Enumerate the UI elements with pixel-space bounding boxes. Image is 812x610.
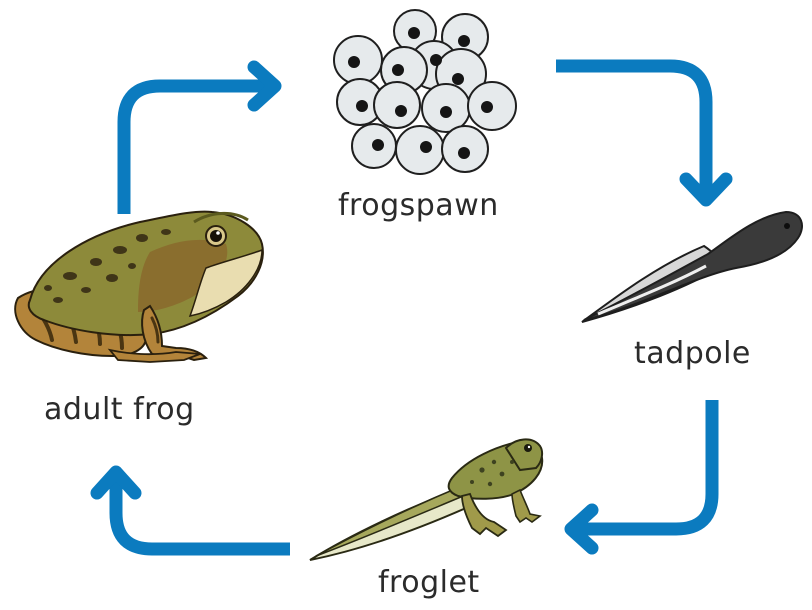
cycle-arrow-icon (97, 472, 290, 549)
froglet-illustration (310, 439, 542, 560)
stage-label-froglet: froglet (378, 565, 480, 600)
stage-label-adult-frog: adult frog (44, 392, 195, 427)
cycle-arrow-icon (556, 66, 726, 200)
cycle-arrow-icon (571, 400, 712, 548)
stage-label-frogspawn: frogspawn (338, 188, 499, 223)
tadpole-illustration (582, 212, 802, 322)
frogspawn-illustration (334, 10, 516, 174)
adult-frog-illustration (15, 212, 263, 362)
stage-label-tadpole: tadpole (634, 336, 751, 371)
cycle-arrow-icon (124, 67, 275, 214)
